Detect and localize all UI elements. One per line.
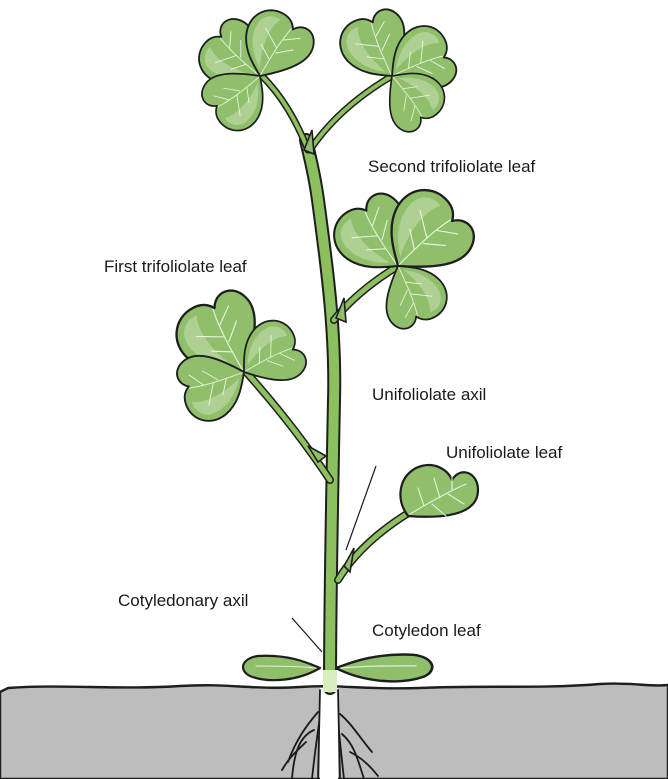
label-cotyledonary-axil: Cotyledonary axil xyxy=(118,591,248,610)
second-trifoliolate-leaf xyxy=(323,178,485,337)
label-unifoliolate-axil: Unifoliolate axil xyxy=(372,385,486,404)
label-cotyledon-leaf: Cotyledon leaf xyxy=(372,621,481,640)
cotyledonary-axil-leader xyxy=(292,618,322,652)
label-second-trifoliolate-leaf: Second trifoliolate leaf xyxy=(368,157,536,176)
unifoliolate-leaf xyxy=(338,465,478,580)
cotyledon-leaves xyxy=(243,655,432,682)
top-trifoliolate-leaves xyxy=(190,0,465,154)
label-first-trifoliolate-leaf: First trifoliolate leaf xyxy=(104,257,247,276)
first-trifoliolate-leaf xyxy=(165,279,330,480)
label-unifoliolate-leaf: Unifoliolate leaf xyxy=(446,443,563,462)
main-stem xyxy=(306,140,337,692)
